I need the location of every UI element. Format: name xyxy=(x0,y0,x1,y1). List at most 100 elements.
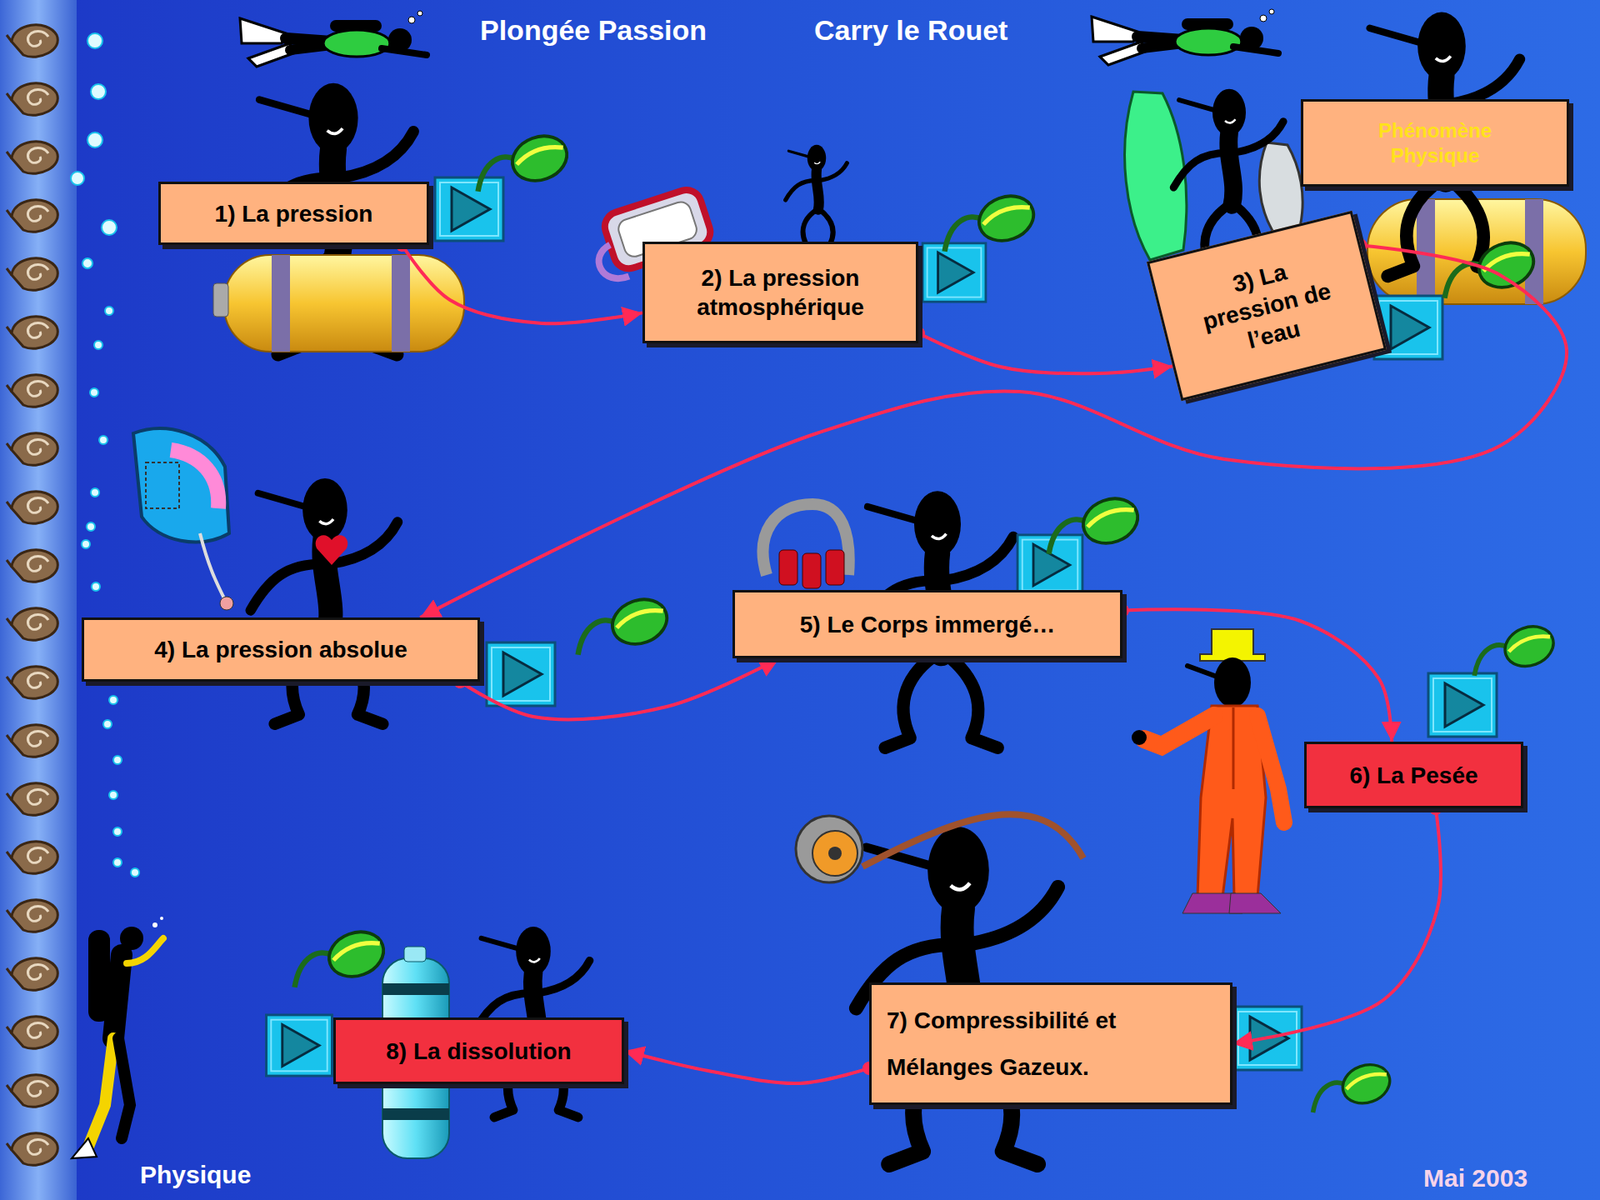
regulator-gauge-path xyxy=(862,814,1084,867)
shells-use xyxy=(6,83,58,115)
bubbles-circle xyxy=(130,868,140,877)
caption-label: Carry le Rouet xyxy=(814,13,1008,48)
swimming-diver-circle xyxy=(408,16,415,24)
topic-title: 2) La pression atmosphérique xyxy=(660,263,901,322)
yellow-tank xyxy=(213,255,465,352)
drysuit-figure-circle xyxy=(1131,730,1147,745)
scuba-diver-path xyxy=(88,1038,114,1147)
topic-title: Phénomène Physique xyxy=(1345,118,1525,169)
topic-title: 1) La pression xyxy=(215,199,374,229)
drysuit-figure-ellipse xyxy=(1214,657,1251,708)
play-buttons-use xyxy=(435,177,504,241)
scuba-diver-path xyxy=(118,1038,130,1139)
bubbles-circle xyxy=(109,790,118,800)
bubbles-circle xyxy=(90,84,106,100)
swimming-diver-ellipse xyxy=(323,30,390,57)
play-buttons-use xyxy=(266,1015,333,1076)
bubbles-circle xyxy=(70,171,85,185)
topic-box: 6) La Pesée xyxy=(1304,741,1524,809)
weight-belt xyxy=(763,504,850,589)
shells-use xyxy=(6,841,58,874)
bubbles-circle xyxy=(113,858,122,867)
swimming-diver-path xyxy=(1091,16,1138,42)
caption-label: Physique xyxy=(140,1160,251,1190)
topic-box: 7) Compressibilité et Mélanges Gazeux. xyxy=(869,982,1233,1105)
cyan-tank-rect xyxy=(382,983,450,995)
bubbles-circle xyxy=(101,220,117,235)
shells xyxy=(6,25,58,1165)
scuba-diver-circle xyxy=(152,922,158,928)
scuba-diver-circle xyxy=(160,916,164,920)
bubbles-circle xyxy=(99,435,108,445)
drysuit-figure xyxy=(1131,629,1285,914)
shells-use xyxy=(6,725,58,757)
flow-connector xyxy=(460,658,780,720)
mouse-icons xyxy=(295,129,1560,1113)
topic-box: 5) Le Corps immergé… xyxy=(732,590,1123,659)
topic-box: 4) La pression absolue xyxy=(81,617,480,682)
topic-box: 1) La pression xyxy=(158,181,430,245)
mouse-icons-use xyxy=(295,925,390,988)
topic-box: Phénomène Physique xyxy=(1300,99,1570,187)
flow-connector xyxy=(1122,609,1392,742)
bubbles-circle xyxy=(90,388,99,397)
regulator-gauge-circle xyxy=(795,815,863,883)
shells-use xyxy=(6,141,58,174)
stick-figure xyxy=(785,145,848,248)
swimming-diver xyxy=(240,10,427,67)
bubbles-circle xyxy=(113,827,122,836)
drysuit-figure-path xyxy=(1232,707,1235,790)
topic-box: 2) La pression atmosphérique xyxy=(642,241,919,344)
bubbles-circle xyxy=(94,340,103,350)
mouse-icons-use xyxy=(945,189,1040,252)
play-buttons-use xyxy=(922,243,986,302)
swimming-diver-path xyxy=(381,48,427,55)
shells-use xyxy=(6,25,58,57)
mouse-icons-use xyxy=(1313,1058,1396,1113)
flow-connector xyxy=(402,245,644,324)
full-face-mask-path xyxy=(133,428,230,542)
swimming-diver-circle xyxy=(1260,15,1267,22)
bubbles-circle xyxy=(109,695,118,705)
topic-title: 4) La pression absolue xyxy=(154,635,407,665)
bubbles-circle xyxy=(87,132,103,148)
flow-connector xyxy=(420,245,1567,618)
bubbles-circle xyxy=(91,582,100,591)
scuba-diver-path xyxy=(71,1138,97,1159)
shells-use xyxy=(6,900,58,932)
full-face-mask-path xyxy=(200,533,225,600)
yellow-tank-rect xyxy=(391,255,410,352)
mouse-icons-use xyxy=(1445,235,1540,299)
topic-box: 8) La dissolution xyxy=(333,1017,625,1085)
regulator-gauge-circle xyxy=(812,830,858,876)
page-title: Plongée Passion xyxy=(480,13,707,48)
topic-title: 7) Compressibilité et Mélanges Gazeux. xyxy=(886,997,1215,1091)
scuba-diver-path xyxy=(113,955,122,1039)
shells-use xyxy=(6,433,58,465)
flow-connector xyxy=(918,333,1173,374)
swimming-diver-circle xyxy=(1269,9,1275,15)
weight-belt-rect xyxy=(779,550,798,585)
play-buttons-use xyxy=(486,642,555,706)
swimming-diver-ellipse xyxy=(1175,28,1242,55)
full-face-mask-rect xyxy=(145,462,180,509)
drysuit-figure-path xyxy=(1144,715,1215,746)
scuba-diver xyxy=(71,916,164,1159)
bubbles-circle xyxy=(103,720,112,729)
shells-use xyxy=(6,375,58,407)
weight-belt-rect xyxy=(825,550,845,585)
diving-mask-path xyxy=(594,242,630,285)
bubbles-circle xyxy=(113,755,122,765)
yellow-tank-rect xyxy=(271,255,290,352)
bubbles-circle xyxy=(82,258,93,269)
flow-connector xyxy=(624,1050,870,1084)
topic-box: 3) La pression de l’eau xyxy=(1146,210,1387,401)
shells-use xyxy=(6,258,58,290)
mouse-icons-use xyxy=(1049,491,1145,555)
mouse-icons-use xyxy=(578,592,674,655)
full-face-mask xyxy=(133,428,234,610)
caption-label: Mai 2003 xyxy=(1423,1163,1528,1194)
bubbles-circle xyxy=(90,488,100,497)
